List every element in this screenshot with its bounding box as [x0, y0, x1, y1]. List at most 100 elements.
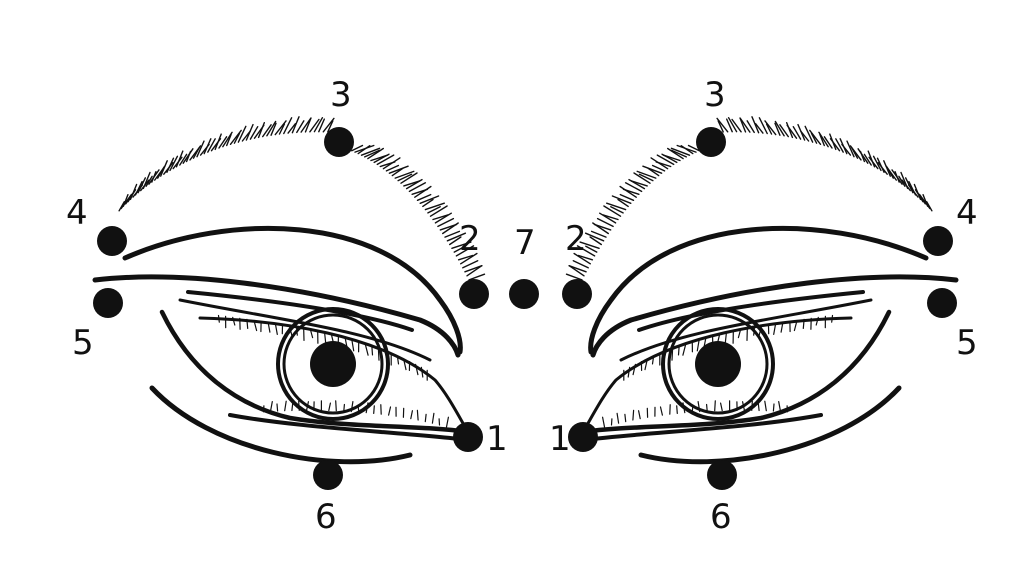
- hatch-stroke: [394, 170, 415, 179]
- hatch-stroke: [703, 338, 707, 350]
- hatch-stroke: [804, 125, 814, 143]
- hatch-stroke: [573, 252, 591, 265]
- hatch-stroke: [410, 410, 413, 420]
- hatch-stroke: [218, 136, 228, 149]
- hatch-stroke: [599, 212, 617, 224]
- hatch-stroke: [437, 217, 455, 228]
- hatch-stroke: [900, 171, 909, 190]
- hatch-stroke: [680, 144, 694, 155]
- point-dot-3-right: [696, 127, 726, 157]
- point-dot-5-right: [927, 288, 957, 318]
- hatch-stroke: [576, 245, 596, 257]
- left-lower-arc: [149, 385, 413, 465]
- hatch-stroke: [624, 182, 643, 193]
- right-iris-inner: [667, 313, 769, 415]
- hatch-stroke: [793, 319, 798, 332]
- hatch-stroke: [739, 117, 751, 133]
- hatch-stroke: [419, 195, 440, 205]
- point-label-3-left: 3: [330, 75, 352, 115]
- hatch-stroke: [727, 116, 738, 133]
- hatch-stroke: [590, 230, 607, 238]
- hatch-stroke: [642, 165, 663, 174]
- hatch-stroke: [274, 120, 287, 136]
- hatch-stroke: [360, 147, 381, 156]
- hatch-stroke: [416, 409, 419, 421]
- point-dot-3-left: [324, 127, 354, 157]
- hatch-stroke: [632, 363, 636, 376]
- hatch-stroke: [876, 157, 885, 174]
- hatch-stroke: [774, 120, 785, 137]
- hatch-stroke: [867, 150, 876, 168]
- hatch-stroke: [696, 340, 700, 352]
- hatch-stroke: [839, 138, 848, 155]
- hatch-stroke: [682, 344, 687, 356]
- hatch-stroke: [726, 118, 733, 133]
- hatch-stroke: [780, 322, 784, 333]
- left-eye-outline: [159, 309, 471, 435]
- hatch-stroke: [424, 202, 445, 211]
- hatch-stroke: [565, 273, 583, 281]
- hatch-stroke: [638, 410, 641, 420]
- hatch-stroke: [388, 165, 409, 174]
- hatch-stroke: [764, 400, 767, 412]
- hatch-stroke: [267, 322, 271, 333]
- hatch-stroke: [291, 402, 294, 412]
- hatch-stroke: [606, 202, 627, 211]
- right-lower-lid: [581, 413, 823, 442]
- hatch-stroke: [802, 318, 805, 329]
- left-lower-lid: [228, 413, 470, 442]
- hatch-stroke: [644, 358, 648, 371]
- hatch-stroke: [364, 344, 369, 356]
- hatch-stroke: [318, 118, 325, 133]
- hatch-stroke: [697, 401, 701, 413]
- left-outer-lid-line: [92, 274, 461, 358]
- point-labels: 3 3 4 4 2 7 2 5 5 1 1 6 6: [66, 75, 978, 537]
- point-label-7: 7: [514, 223, 536, 263]
- hatch-stroke: [278, 123, 286, 135]
- hatch-stroke: [764, 120, 777, 136]
- hatch-stroke: [432, 214, 449, 221]
- point-dot-2-left: [459, 279, 489, 309]
- hatch-stroke: [568, 265, 585, 277]
- left-pupil: [310, 341, 356, 387]
- left-eyebrow: [118, 116, 486, 281]
- hatch-stroke: [420, 366, 424, 378]
- hatch-stroke: [758, 325, 762, 338]
- hatch-stroke: [196, 140, 205, 158]
- hatch-stroke: [233, 132, 241, 144]
- hatch-stroke: [682, 402, 686, 414]
- hatch-stroke: [720, 402, 723, 412]
- hatch-stroke: [384, 350, 388, 359]
- hatch-stroke: [453, 245, 466, 253]
- left-eye-top: [198, 316, 470, 434]
- point-label-5-left: 5: [72, 323, 94, 363]
- hatch-stroke: [257, 121, 265, 139]
- hatch-stroke: [772, 403, 775, 412]
- right-iris-outer: [661, 307, 775, 421]
- hatch-stroke: [327, 120, 334, 133]
- hatch-stroke: [351, 340, 355, 352]
- left-iris-outer: [276, 307, 390, 421]
- hatch-stroke: [344, 338, 348, 350]
- hatch-stroke: [269, 401, 273, 412]
- hatch-stroke: [367, 147, 384, 160]
- hatch-stroke: [584, 232, 605, 242]
- hatch-stroke: [357, 405, 360, 413]
- hatch-stroke: [602, 416, 606, 428]
- hatch-stroke: [779, 124, 789, 138]
- hatch-stroke: [304, 117, 312, 133]
- point-dot-4-right: [923, 226, 953, 256]
- hatch-stroke: [651, 164, 666, 172]
- hatch-stroke: [742, 401, 745, 411]
- hatch-stroke: [276, 403, 279, 412]
- hatch-stroke: [739, 117, 747, 133]
- hatch-stroke: [774, 122, 781, 136]
- hatch-stroke: [628, 178, 646, 190]
- hatch-stroke: [460, 252, 478, 265]
- point-label-5-right: 5: [956, 323, 978, 363]
- hatch-stroke: [650, 157, 669, 170]
- hatch-stroke: [446, 232, 467, 242]
- hatch-stroke: [671, 348, 674, 361]
- hatch-stroke: [568, 265, 587, 273]
